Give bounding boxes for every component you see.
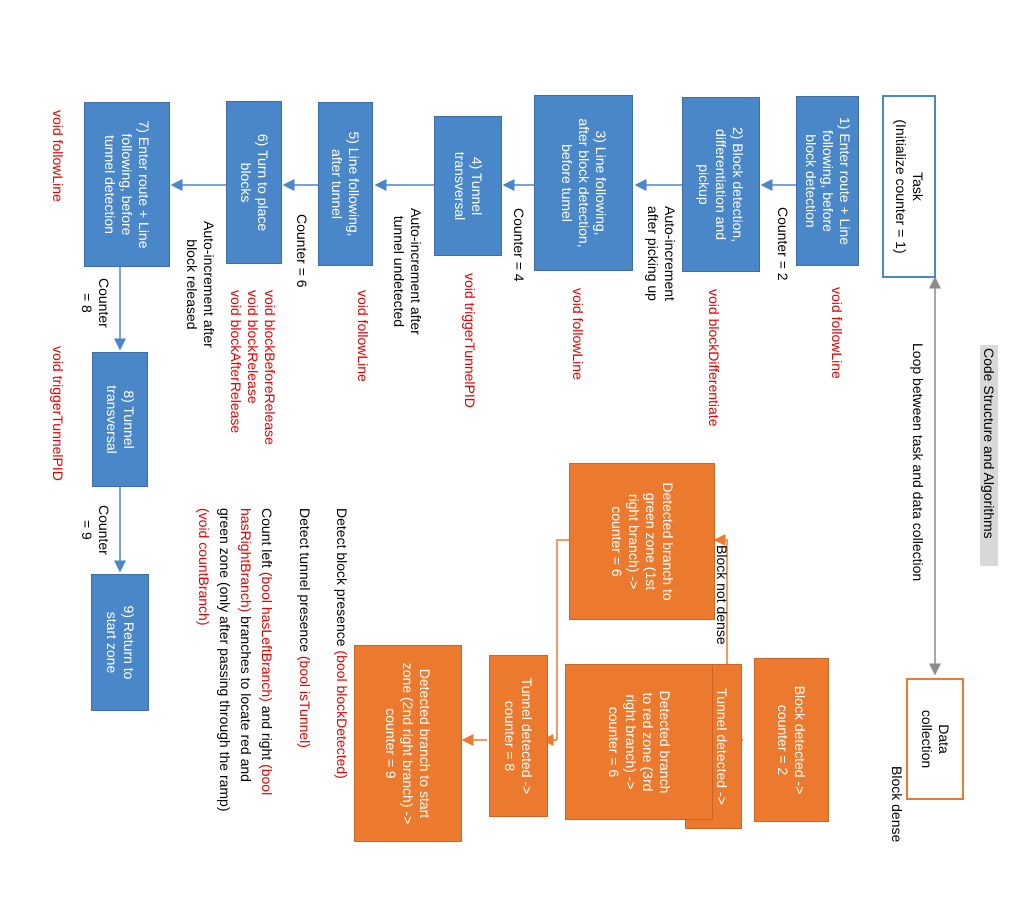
green-zone-box: Detected branch to green zone (1st right… [569, 463, 715, 620]
step-2-box: 2) Block detection, differentiation and … [682, 97, 760, 272]
arrow-green-tunnel8 [556, 539, 569, 740]
step-5-label: 5) Line following, after tunnel [329, 131, 363, 237]
detect-block-note: Detect block presence (bool blockDetecte… [333, 508, 350, 779]
step-9-box: 9) Return to start zone [91, 574, 149, 711]
detect-tunnel-note: Detect tunnel presence (bool isTunnel) [296, 508, 313, 748]
page-title: Code Structure and Algorithms [980, 345, 998, 566]
cb-code-1: (bool hasLeftBranch) [259, 571, 275, 702]
counter-4-label: Counter = 4 [511, 208, 527, 282]
step-2-function: void blockDifferentiate [706, 289, 722, 427]
task-box-label: Task (Initialize counter = 1) [893, 119, 926, 254]
step-1-box: 1) Enter route + Line following, before … [796, 96, 859, 266]
step-1-function: void followLine [829, 287, 845, 379]
step-4-box: 4) Tunnel transversal [434, 116, 502, 256]
data-collection-label: Data collection [919, 709, 952, 769]
step-3-function: void followLine [570, 288, 586, 380]
step-4-function: void triggerTunnelPID [462, 273, 478, 408]
detect-block-text: Detect block presence [334, 508, 350, 647]
step-2-label: 2) Block detection, differentiation and … [696, 126, 747, 243]
detect-tunnel-code: (bool isTunnel) [297, 655, 313, 748]
block-not-dense-label: Block not dense [714, 545, 730, 645]
data-collection-box: Data collection [906, 678, 964, 800]
counter-6-label: Counter = 6 [294, 214, 310, 288]
loop-label: Loop between task and data collection [910, 343, 926, 582]
task-box: Task (Initialize counter = 1) [882, 95, 936, 278]
detect-tunnel-text: Detect tunnel presence [297, 508, 313, 652]
block-detected-label: Block detected -> counter = 2 [775, 685, 809, 795]
cb-text-3: branches to locate red and [238, 616, 254, 782]
step-4-label: 4) Tunnel transversal [452, 151, 485, 221]
start-zone-box: Detected branch to start zone (2nd right… [354, 645, 462, 842]
step-3-label: 3) Line following, after block detection… [559, 118, 609, 248]
cb-code-2a: (bool [259, 764, 275, 796]
cb-text-4: green zone (only after passing through t… [217, 508, 233, 812]
auto-increment-1: Auto-increment after picking up [645, 206, 678, 301]
detect-block-code: (bool blockDetected) [334, 650, 350, 779]
auto-increment-2: Auto-increment after tunnel undetected [391, 208, 424, 335]
step-7-label: 7) Enter route + Line following, before … [102, 120, 153, 249]
tunnel-detected-8-label: Tunnel detected -> counter = 8 [502, 677, 536, 795]
tunnel-detected-8-box: Tunnel detected -> counter = 8 [489, 655, 548, 817]
red-zone-label: Detected branch to red zone (3rd right b… [606, 690, 673, 794]
step-7-box: 7) Enter route + Line following, before … [84, 102, 170, 267]
step-1-label: 1) Enter route + Line following, before … [803, 116, 853, 246]
counter-9-label: Counter = 9 [79, 505, 112, 555]
cb-text-1: Count left [259, 508, 275, 568]
start-zone-label: Detected branch to start zone (2nd right… [383, 662, 434, 825]
count-branch-note: Count left (bool hasLeftBranch) and righ… [193, 508, 277, 812]
auto-increment-3: Auto-increment after block released [184, 221, 217, 348]
step-8-function: void triggerTunnelPID [50, 346, 66, 481]
cb-code-2b: hasRightBranch) [238, 508, 254, 613]
cb-text-2: and right [259, 705, 275, 761]
cb-code-3: (void countBranch) [196, 508, 212, 626]
step-8-label: 8) Tunnel transversal [104, 385, 137, 454]
step-5-box: 5) Line following, after tunnel [318, 102, 373, 266]
green-zone-label: Detected branch to green zone (1st right… [609, 482, 676, 601]
red-zone-box: Detected branch to red zone (3rd right b… [565, 664, 713, 820]
step-6-label: 6) Turn to place blocks [238, 133, 271, 232]
step-7-function: void followLine [50, 110, 66, 202]
step-6-functions: void blockBeforeRelease void blockReleas… [228, 290, 278, 445]
step-5-function: void followLine [355, 290, 371, 382]
step-9-label: 9) Return to start zone [104, 605, 137, 680]
counter-2-label: Counter = 2 [775, 207, 791, 281]
block-dense-label: Block dense [889, 766, 905, 843]
block-detected-box: Block detected -> counter = 2 [754, 658, 829, 822]
step-8-box: 8) Tunnel transversal [92, 352, 148, 487]
step-6-box: 6) Turn to place blocks [226, 101, 282, 264]
counter-8-label: Counter = 8 [79, 278, 112, 328]
step-3-box: 3) Line following, after block detection… [534, 95, 633, 271]
